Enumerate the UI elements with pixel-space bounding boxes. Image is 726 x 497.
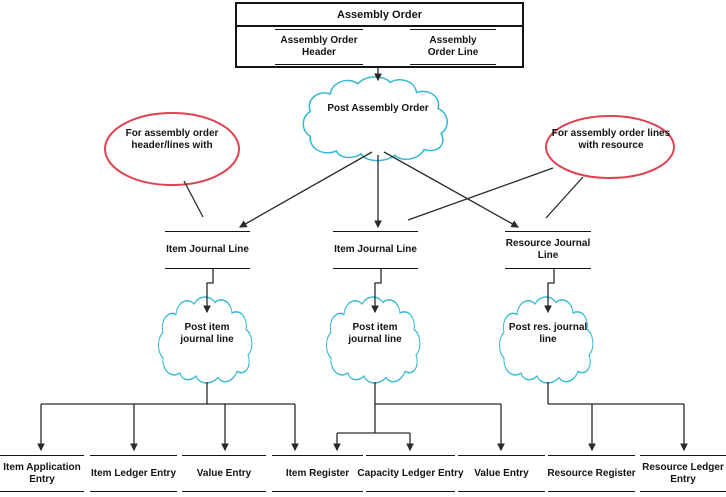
value-entry-entity-1: Value Entry	[182, 455, 266, 492]
item-register-entity: Item Register	[272, 455, 363, 492]
fan3-trunk	[547, 382, 684, 405]
connector-lines	[37, 68, 688, 452]
arrow-journal3-to-cloud	[544, 269, 555, 314]
leader-right-annotation-a	[407, 167, 554, 221]
resource-register-label: Resource Register	[547, 467, 636, 479]
post-res-journal-line-label: Post res. journal line	[508, 322, 588, 345]
post-item-journal-line-label-1: Post item journal line	[180, 322, 234, 345]
post-assembly-order-label: Post Assembly Order	[327, 103, 429, 114]
value-entry-label-1: Value Entry	[196, 467, 252, 479]
resource-register-entity: Resource Register	[547, 455, 636, 492]
post-item-journal-line-label-2: Post item journal line	[348, 322, 402, 345]
item-application-entry-label: Item Application Entry	[3, 461, 81, 485]
item-ledger-entry-entity: Item Ledger Entry	[90, 455, 177, 492]
item-journal-line-label-2: Item Journal Line	[334, 244, 417, 255]
arrow-journal1-to-cloud	[203, 269, 214, 314]
capacity-ledger-entry-entity: Capacity Ledger Entry	[357, 455, 464, 492]
fan1-trunk	[41, 382, 295, 405]
item-ledger-entry-label: Item Ledger Entry	[90, 467, 177, 479]
assembly-order-line-entity: Assembly Order Line	[410, 29, 496, 65]
assembly-order-header-entity: Assembly Order Header	[275, 29, 363, 65]
item-journal-line-entity-1: Item Journal Line	[165, 231, 250, 269]
capacity-ledger-entry-label: Capacity Ledger Entry	[357, 467, 464, 479]
arrow-journal2-to-cloud	[371, 269, 382, 314]
fan2-trunk	[337, 382, 501, 434]
assembly-order-box: Assembly Order Assembly Order Header Ass…	[235, 2, 524, 68]
item-application-entry-entity: Item Application Entry	[0, 455, 84, 492]
resource-ledger-entry-entity: Resource Ledger Entry	[640, 455, 726, 492]
resource-journal-line-entity: Resource Journal Line	[505, 231, 591, 269]
annotation-right-label: For assembly order lines with resource	[551, 128, 671, 151]
item-journal-line-label-1: Item Journal Line	[166, 244, 249, 255]
item-journal-line-entity-2: Item Journal Line	[333, 231, 418, 269]
annotation-left-label: For assembly order header/lines with	[125, 128, 219, 151]
resource-journal-line-label: Resource Journal Line	[505, 238, 591, 261]
item-register-label: Item Register	[285, 467, 350, 479]
annotation-ellipse-left	[104, 112, 240, 186]
leader-left-annotation	[183, 180, 204, 218]
arrow-cloud-to-resource-journal	[383, 151, 520, 228]
leader-right-annotation-b	[545, 176, 584, 219]
value-entry-label-2: Value Entry	[474, 467, 529, 479]
annotation-ellipse-right	[545, 115, 675, 179]
resource-ledger-entry-label: Resource Ledger Entry	[642, 461, 724, 485]
arrow-cloud-to-item-journal-1	[238, 151, 373, 228]
value-entry-entity-2: Value Entry	[458, 455, 545, 492]
post-assembly-order-cloud	[302, 76, 448, 162]
assembly-order-header-label: Assembly Order Header	[280, 35, 358, 58]
assembly-order-title: Assembly Order	[237, 4, 522, 27]
assembly-order-line-label: Assembly Order Line	[427, 35, 479, 58]
